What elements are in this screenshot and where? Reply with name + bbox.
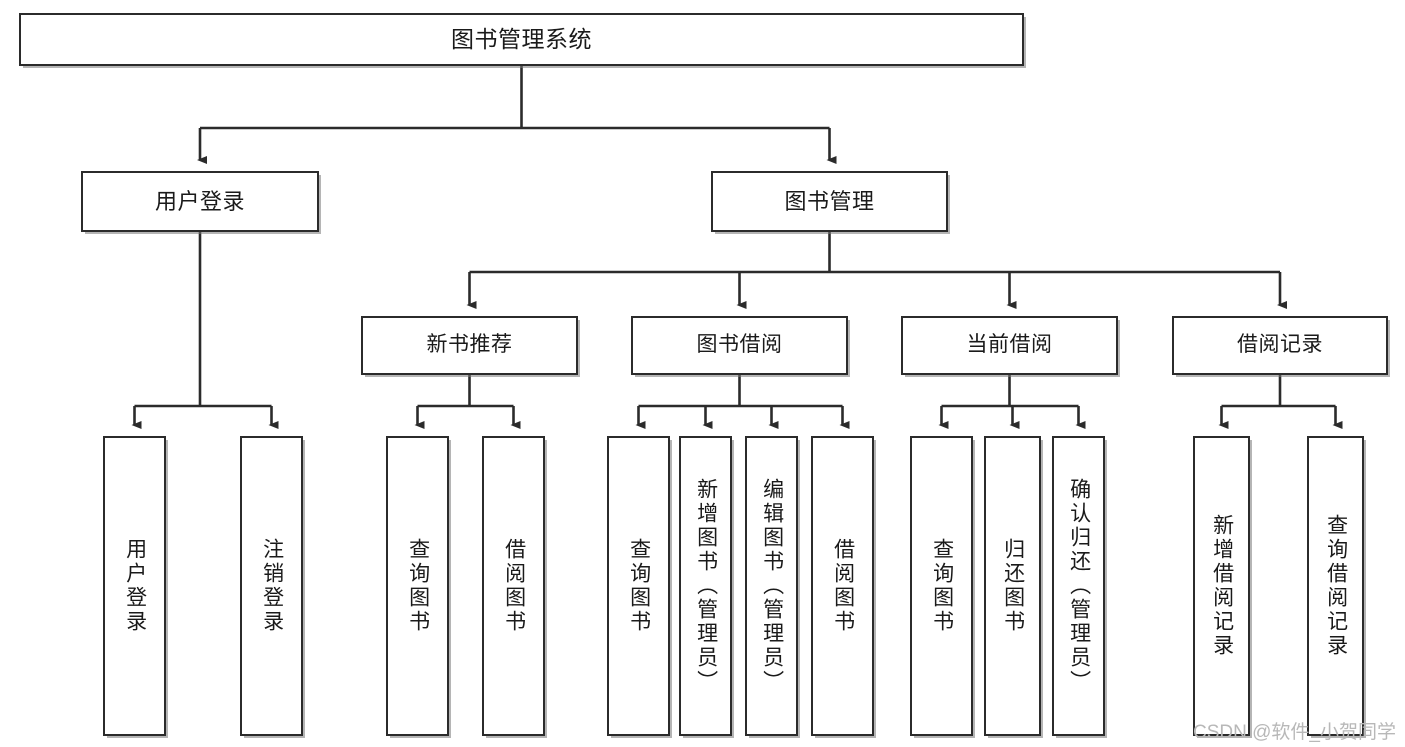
node-leaf-query-book-borrow[interactable]: 查询图书 xyxy=(607,436,670,736)
node-label-current-borrow: 当前借阅 xyxy=(966,333,1053,357)
node-label-leaf-return-book: 归还图书 xyxy=(1001,538,1025,634)
node-leaf-logout-login[interactable]: 注销登录 xyxy=(240,436,303,736)
node-leaf-borrow-book-borrow[interactable]: 借阅图书 xyxy=(811,436,874,736)
node-leaf-return-book[interactable]: 归还图书 xyxy=(984,436,1041,736)
node-label-leaf-query-book-3: 查询图书 xyxy=(930,538,954,634)
node-label-new-book-recommend: 新书推荐 xyxy=(426,333,513,357)
node-leaf-edit-book-admin[interactable]: 编辑图书（管理员） xyxy=(745,436,798,736)
node-leaf-user-login[interactable]: 用户登录 xyxy=(103,436,166,736)
node-label-leaf-edit-book-admin: 编辑图书（管理员） xyxy=(760,478,784,694)
node-label-leaf-add-borrow-record: 新增借阅记录 xyxy=(1210,514,1234,658)
node-new-book-recommend[interactable]: 新书推荐 xyxy=(361,316,578,375)
node-label-book-management: 图书管理 xyxy=(784,188,875,214)
node-leaf-borrow-book-recommend[interactable]: 借阅图书 xyxy=(482,436,545,736)
node-label-leaf-query-borrow-record: 查询借阅记录 xyxy=(1324,514,1348,658)
node-leaf-query-book-recommend[interactable]: 查询图书 xyxy=(386,436,449,736)
node-current-borrow[interactable]: 当前借阅 xyxy=(901,316,1118,375)
node-book-management-system[interactable]: 图书管理系统 xyxy=(19,13,1024,66)
node-label-leaf-add-book-admin: 新增图书（管理员） xyxy=(694,478,718,694)
node-book-management[interactable]: 图书管理 xyxy=(711,171,948,232)
node-label-leaf-logout-login: 注销登录 xyxy=(260,538,284,634)
node-label-leaf-borrow-book-1: 借阅图书 xyxy=(502,538,526,634)
node-leaf-add-book-admin[interactable]: 新增图书（管理员） xyxy=(679,436,732,736)
node-borrow-record[interactable]: 借阅记录 xyxy=(1172,316,1388,375)
node-label-leaf-user-login: 用户登录 xyxy=(123,538,147,634)
node-label-book-borrow: 图书借阅 xyxy=(696,333,783,357)
node-leaf-confirm-return-admin[interactable]: 确认归还（管理员） xyxy=(1052,436,1105,736)
node-leaf-add-borrow-record[interactable]: 新增借阅记录 xyxy=(1193,436,1250,736)
node-leaf-query-book-current[interactable]: 查询图书 xyxy=(910,436,973,736)
node-label-leaf-confirm-return-admin: 确认归还（管理员） xyxy=(1067,478,1091,694)
node-user-login[interactable]: 用户登录 xyxy=(81,171,319,232)
node-label-user-login: 用户登录 xyxy=(154,188,245,214)
node-label-leaf-query-book-2: 查询图书 xyxy=(627,538,651,634)
node-leaf-query-borrow-record[interactable]: 查询借阅记录 xyxy=(1307,436,1364,736)
node-label-leaf-query-book-1: 查询图书 xyxy=(406,538,430,634)
node-book-borrow[interactable]: 图书借阅 xyxy=(631,316,848,375)
node-label-root: 图书管理系统 xyxy=(451,26,592,53)
node-label-borrow-record: 借阅记录 xyxy=(1237,333,1323,357)
connector-lines xyxy=(131,66,1343,429)
node-label-leaf-borrow-book-2: 借阅图书 xyxy=(831,538,855,634)
